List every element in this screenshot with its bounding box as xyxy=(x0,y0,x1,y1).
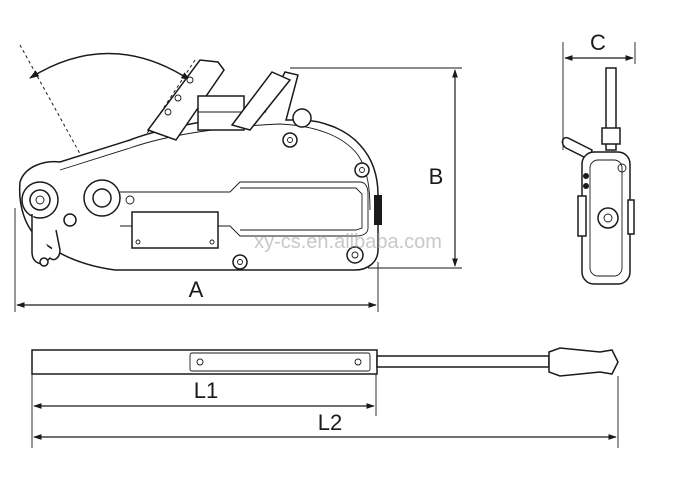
anchor-pivot-inner xyxy=(29,189,51,211)
label-l1: L1 xyxy=(194,378,218,403)
front-pulley-hub xyxy=(603,213,613,223)
lever-pin-low xyxy=(164,108,172,116)
mount-hole-right-bottom xyxy=(346,246,364,264)
mount-hole-right-bottom-center xyxy=(351,251,359,259)
mount-hole-right-top-center xyxy=(359,167,365,173)
label-l2: L2 xyxy=(318,410,342,435)
front-pulley xyxy=(597,207,619,229)
cable-outlet xyxy=(374,195,382,225)
reverse-lever xyxy=(230,71,292,131)
dimensions: A B C L1 L2 xyxy=(14,30,636,448)
forward-lever xyxy=(146,59,225,141)
handle-inner-tube xyxy=(376,355,550,368)
watermark-text: xy-cs.en.alibaba.com xyxy=(254,231,442,253)
mount-hole-right-top xyxy=(354,162,370,178)
cable-channel xyxy=(120,181,369,237)
swing-line-right xyxy=(109,59,196,191)
mount-hole-top xyxy=(282,132,298,148)
plate-screw-right xyxy=(209,239,215,245)
anchor-pivot-pin xyxy=(35,195,45,205)
label-b: B xyxy=(429,164,444,189)
rivet-left xyxy=(125,195,135,205)
cable-channel-inner xyxy=(240,187,363,231)
front-side-plate-right xyxy=(627,199,635,235)
handle-pin-left xyxy=(196,358,204,366)
label-c: C xyxy=(590,30,606,55)
front-side-plate xyxy=(577,195,587,237)
hook-latch xyxy=(49,229,61,261)
side-view xyxy=(18,44,382,271)
lever-pin-top xyxy=(186,76,194,84)
lever-knob xyxy=(292,108,312,128)
name-plate xyxy=(131,211,219,249)
drive-pulley-hub xyxy=(92,188,112,208)
front-handle-bar xyxy=(605,67,617,151)
mount-hole-left xyxy=(63,213,77,227)
front-knob-1 xyxy=(583,173,589,179)
front-lever-tab xyxy=(561,136,593,162)
front-handle-collar xyxy=(601,127,621,145)
handle-outer-tube xyxy=(31,349,378,375)
plate-screw-left xyxy=(135,239,141,245)
hook-ring xyxy=(39,257,49,267)
front-housing-inner xyxy=(589,159,623,277)
handle-slot xyxy=(189,352,371,372)
mount-hole-bottom xyxy=(232,254,248,270)
front-bolt-top xyxy=(617,163,627,173)
mount-hole-bottom-center xyxy=(237,259,243,265)
lever-pin-mid xyxy=(174,94,182,102)
label-a: A xyxy=(189,277,204,302)
front-view xyxy=(561,67,635,285)
front-knob-2 xyxy=(583,183,589,189)
handle-swing-arc xyxy=(29,52,191,81)
handle-pin-right xyxy=(354,358,362,366)
handle-grip xyxy=(548,347,619,377)
telescopic-handle xyxy=(31,347,619,377)
mount-hole-top-center xyxy=(287,137,293,143)
